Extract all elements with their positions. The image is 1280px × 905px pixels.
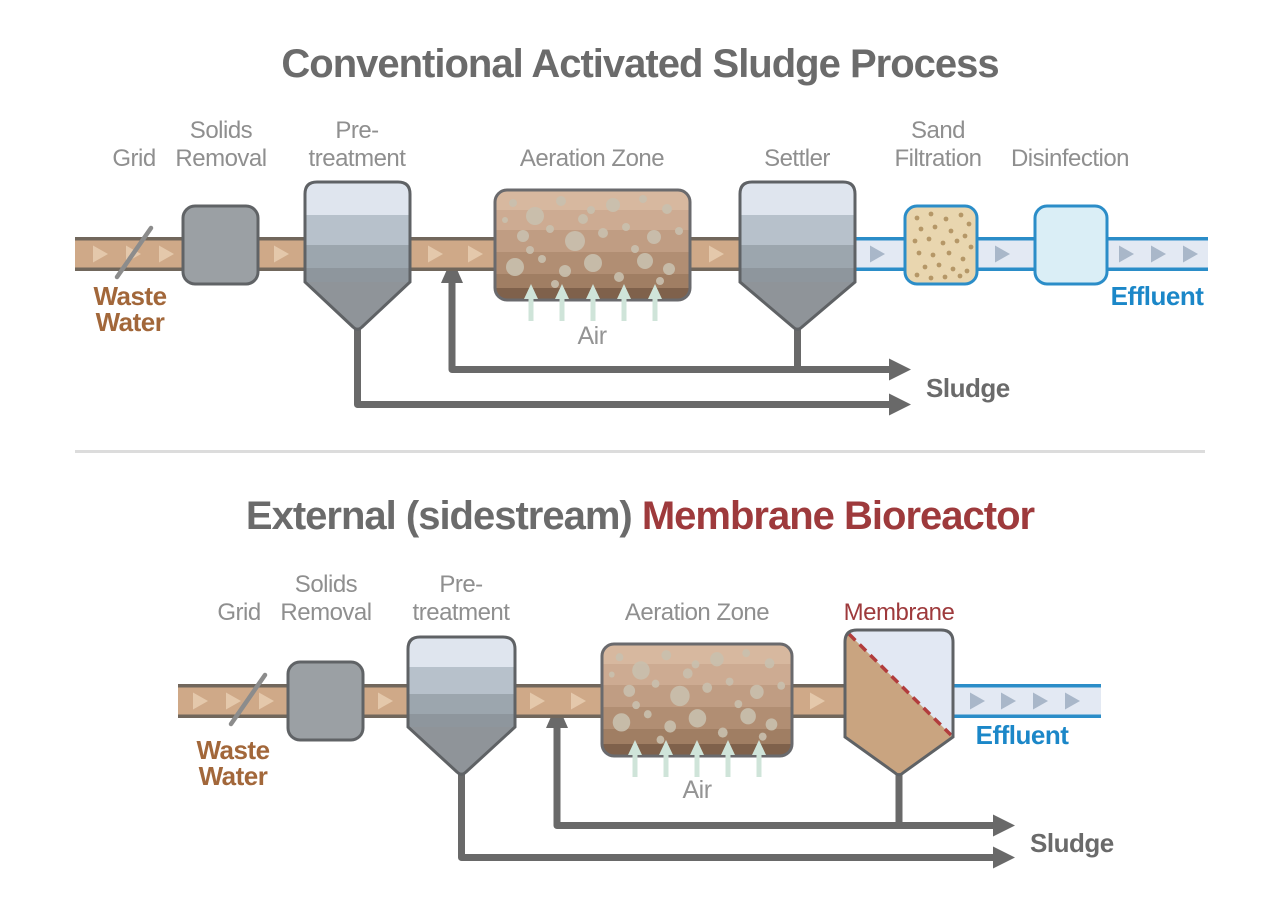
cas-title-text: Conventional Activated Sludge Process [281, 42, 999, 86]
stage-label-aeration-zone: Aeration Zone [624, 599, 770, 626]
cas-sludge-lines [354, 282, 893, 408]
sludge-arrowhead-upper [889, 358, 911, 381]
return-sludge-line [553, 726, 997, 829]
sludge-arrowhead-lower [889, 393, 911, 416]
aeration-zone-tank [493, 188, 692, 302]
cas-title: Conventional Activated Sludge Process [281, 42, 999, 87]
sludge-arrowhead-lower [993, 846, 1015, 869]
stage-label-solids-removal: Solids Removal [175, 117, 267, 172]
pretreatment-sludge-line [354, 328, 893, 408]
mbr-process-diagram [178, 628, 1101, 869]
stage-label-grid: Grid [217, 599, 261, 626]
effluent-label: Effluent [975, 720, 1069, 750]
mbr-title-prefix: External (sidestream) [245, 494, 642, 538]
stage-label-aeration-zone: Aeration Zone [519, 145, 665, 172]
grid-symbol [114, 225, 154, 280]
pretreatment-tank [303, 180, 412, 331]
stage-label-disinfection: Disinfection [1010, 145, 1130, 172]
stage-label-pretreatment: Pre- treatment [412, 571, 510, 626]
mbr-title-highlight: Membrane Bioreactor [641, 494, 1035, 538]
pretreatment-tank [406, 635, 517, 776]
mbr-effluent-pipe [953, 684, 1101, 718]
stage-label-grid: Grid [112, 145, 156, 172]
grid-symbol [228, 672, 268, 727]
section-divider [75, 450, 1205, 453]
effluent-label: Effluent [1110, 281, 1204, 311]
pretreatment-sludge-line [458, 774, 997, 861]
mbr-title: External (sidestream) Membrane Bioreacto… [245, 494, 1035, 539]
disinfection-box [1033, 204, 1109, 286]
waste-water-label: Waste Water [93, 281, 167, 337]
mbr-sludge-lines [458, 726, 997, 861]
waste-water-label: Waste Water [196, 735, 270, 791]
aeration-zone-tank [600, 642, 794, 758]
sand-filtration-box [903, 204, 979, 286]
air-label: Air [577, 322, 607, 350]
sludge-label: Sludge [1030, 828, 1114, 858]
membrane-boundary-dashed-line [847, 632, 953, 737]
solids-removal-box [286, 660, 365, 742]
stage-label-settler: Settler [764, 145, 830, 172]
sludge-label: Sludge [926, 373, 1010, 403]
settler-tank [738, 180, 857, 331]
air-label: Air [682, 776, 712, 804]
cas-process-diagram [75, 180, 1208, 416]
stage-label-membrane: Membrane [843, 599, 955, 626]
stage-label-sand-filtration: Sand Filtration [894, 117, 982, 172]
return-sludge-line [448, 282, 893, 373]
sludge-arrowhead-upper [993, 814, 1015, 837]
stage-label-pretreatment: Pre- treatment [308, 117, 406, 172]
stage-label-solids-removal: Solids Removal [280, 571, 372, 626]
solids-removal-box [181, 204, 260, 286]
membrane-tank [843, 628, 955, 777]
